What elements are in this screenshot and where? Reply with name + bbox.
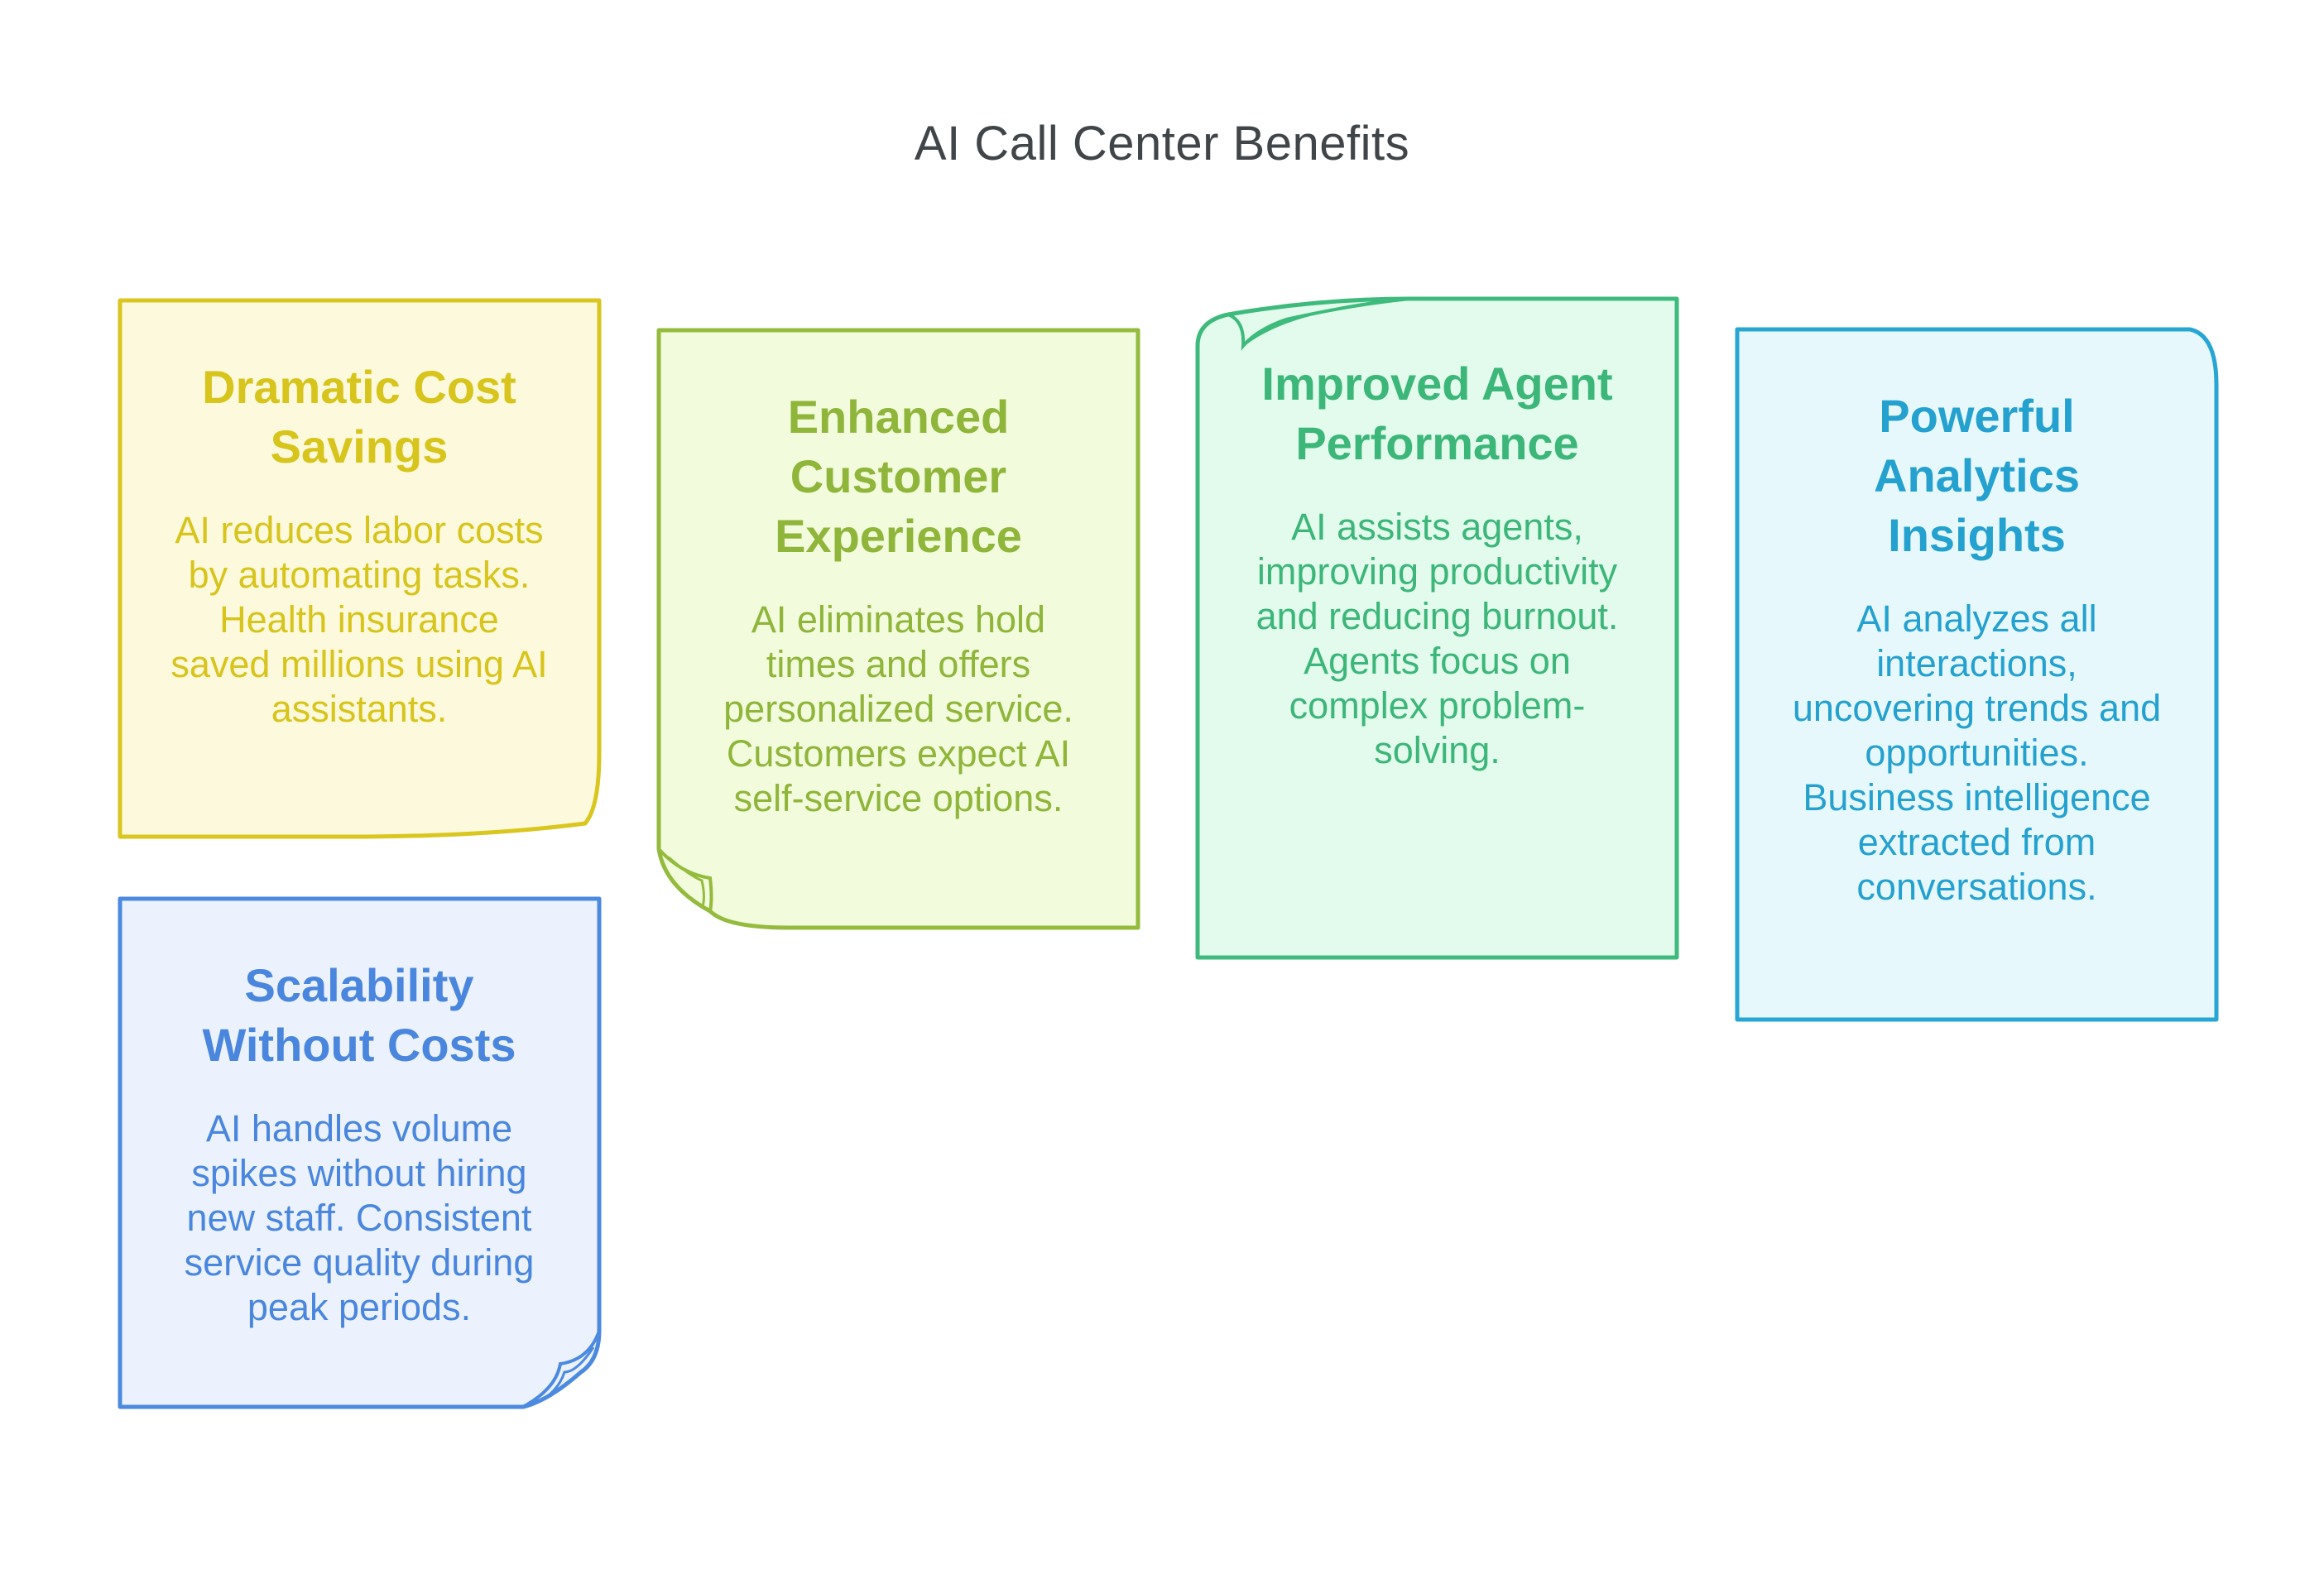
note-shape (1195, 296, 1679, 960)
diagram-title: AI Call Center Benefits (914, 117, 1410, 170)
note-shape (1735, 327, 2219, 1022)
note-shape (656, 328, 1140, 930)
note-outline (118, 298, 602, 839)
note-body: AI assists agents, improving productivit… (1256, 506, 1619, 771)
note-shape (118, 298, 602, 839)
note-title: Dramatic Cost Savings (202, 361, 516, 473)
note-curl (668, 856, 705, 909)
note-scalability: Scalability Without Costs AI handles vol… (118, 896, 602, 1409)
note-outline (118, 896, 602, 1409)
note-curl (1244, 299, 1395, 346)
note-title: Powerful Analytics Insights (1874, 390, 2080, 561)
note-title: Enhanced Customer Experience (775, 391, 1022, 562)
note-title: Improved Agent Performance (1261, 358, 1613, 469)
note-title: Scalability Without Costs (202, 959, 516, 1071)
note-customer-experience: Enhanced Customer Experience AI eliminat… (656, 328, 1140, 930)
note-curl (535, 1346, 595, 1405)
note-analytics-insights: Powerful Analytics Insights AI analyzes … (1735, 327, 2219, 1022)
note-curl (522, 1330, 601, 1409)
note-body: AI eliminates hold times and offers pers… (723, 598, 1073, 819)
note-body: AI reduces labor costs by automating tas… (170, 509, 548, 730)
note-body: AI analyzes all interactions, uncovering… (1792, 598, 2162, 908)
note-cost-savings: Dramatic Cost Savings AI reduces labor c… (118, 298, 602, 839)
note-agent-performance: Improved Agent Performance AI assists ag… (1195, 296, 1679, 960)
note-outline (1735, 327, 2219, 1022)
note-shape (118, 896, 602, 1409)
note-body: AI handles volume spikes without hiring … (184, 1107, 535, 1328)
note-outline (656, 328, 1140, 930)
